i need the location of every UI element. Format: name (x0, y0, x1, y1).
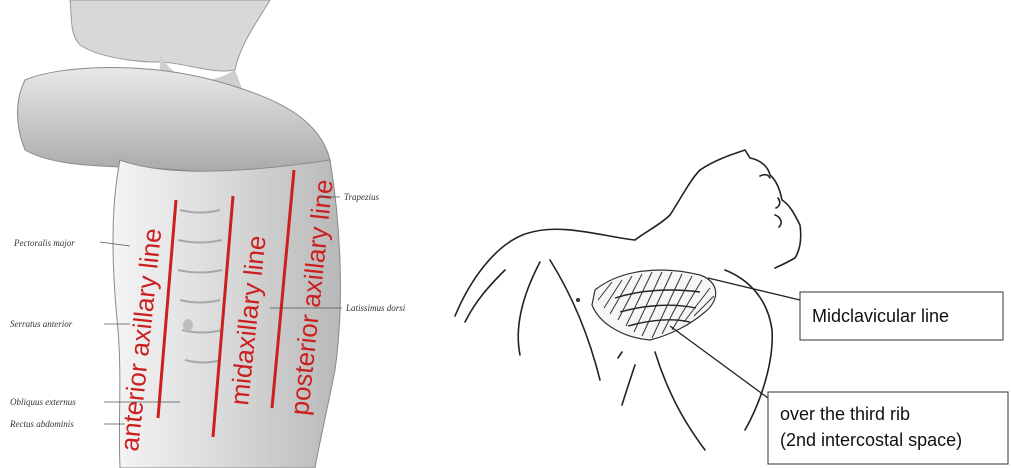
third-rib-label-line1: over the third rib (780, 404, 910, 424)
label-latissimus-dorsi: Latissimus dorsi (345, 303, 406, 313)
midclavicular-label: Midclavicular line (812, 306, 949, 326)
label-serratus-anterior: Serratus anterior (10, 319, 73, 329)
chest-hatching (592, 270, 716, 340)
third-rib-label-line2: (2nd intercostal space) (780, 430, 962, 450)
patient-lower-contour (518, 260, 600, 380)
navel (183, 319, 193, 331)
marker-dot (576, 298, 580, 302)
arm-shape (18, 68, 331, 173)
third-rib-callout-box (768, 392, 1008, 464)
patient-arm-lower (622, 352, 705, 450)
head-shape (70, 0, 270, 71)
patient-arm-upper (465, 270, 505, 322)
patient-face-detail (760, 175, 781, 227)
right-patient-sketch: Midclavicular line over the third rib (2… (455, 150, 1008, 464)
small-tick (618, 352, 622, 358)
patient-head (700, 150, 801, 268)
label-obliquus-externus: Obliquus externus (10, 397, 76, 407)
left-anatomy-figure: anterior axillary line midaxillary line … (9, 0, 406, 468)
midclavicular-leader (708, 278, 800, 300)
patient-neck (635, 170, 700, 240)
third-rib-leader (670, 326, 768, 398)
patient-body-outline (725, 270, 772, 430)
label-pectoralis-major: Pectoralis major (13, 238, 75, 248)
label-rectus-abdominis: Rectus abdominis (9, 419, 74, 429)
label-trapezius: Trapezius (344, 192, 380, 202)
